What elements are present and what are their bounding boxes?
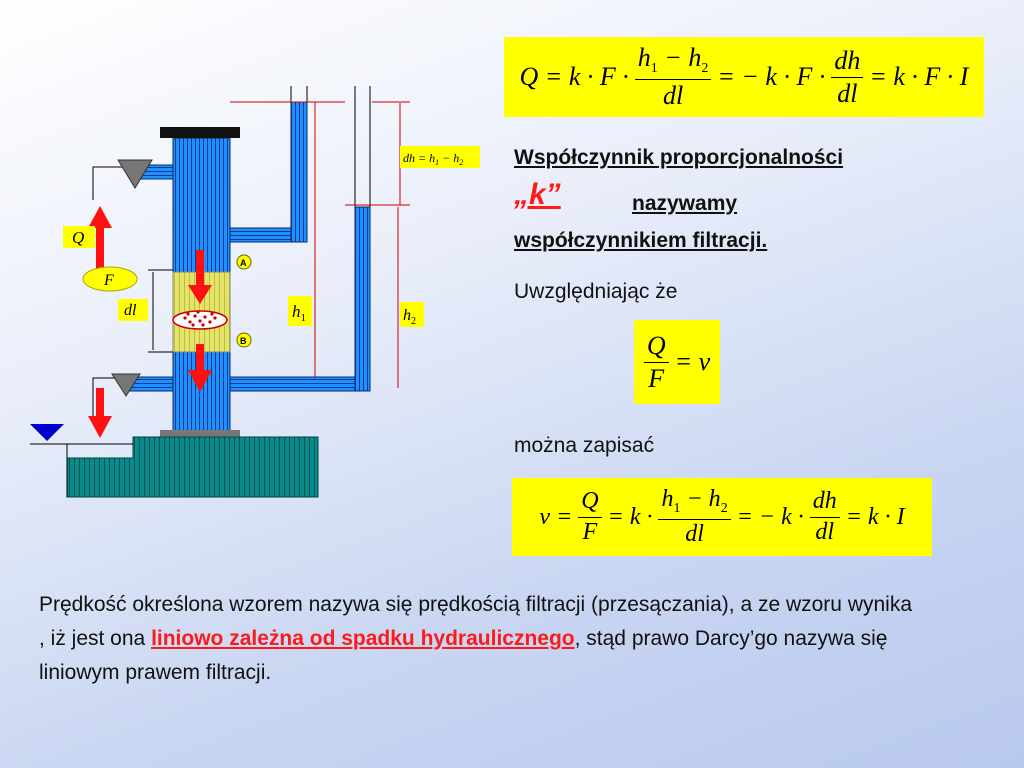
h2-label: h2 <box>403 307 416 327</box>
filtration-velocity-formula: v = Q F = k · h1 − h2 dl = − k · dh dl =… <box>512 478 932 556</box>
arrow-down-icon <box>188 344 212 392</box>
h2-label-box <box>400 302 424 327</box>
lower-tank <box>66 436 319 498</box>
mozna-zapisac-text: można zapisać <box>514 434 655 457</box>
formula3-fraction-qf: Q F <box>578 489 602 544</box>
point-a-label: A <box>240 258 247 268</box>
formula1-rhs: = k · F · I <box>869 62 969 91</box>
darcy-apparatus-diagram: Q F dl h1 h2 dh = h1 − h2 A B <box>30 86 480 498</box>
formula2-fraction: Q F <box>643 332 669 392</box>
formula1-fraction-dh: dh dl <box>831 47 864 107</box>
arrow-down-icon <box>188 250 212 304</box>
point-b-marker <box>236 332 252 348</box>
arrow-down-icon <box>88 388 112 438</box>
h1-label-box <box>288 296 312 326</box>
outflow-line <box>92 377 118 420</box>
f-label: F <box>103 272 114 289</box>
column-cap <box>160 127 240 138</box>
arrow-up-icon <box>88 206 112 269</box>
water-level-icon <box>30 424 64 441</box>
uwzgledniajac-text: Uwzględniając że <box>514 280 678 303</box>
formula3-fraction-dh: dh dl <box>809 489 840 544</box>
formula3-eq1: = k · <box>607 503 653 530</box>
piezometer-2-horizontal <box>229 376 371 392</box>
formula1-mid: = − k · F · <box>717 62 826 91</box>
dl-label-box <box>118 299 148 321</box>
q-label-box <box>63 226 95 248</box>
h1-label: h1 <box>292 302 306 324</box>
formula3-lhs: v = <box>539 503 573 530</box>
formula1-lhs: Q = k · F · <box>519 62 629 91</box>
inflow-valve-icon <box>117 159 153 189</box>
paragraph-highlight: liniowo zależna od spadku hydraulicznego <box>151 627 575 650</box>
paragraph-part1: Prędkość określona wzorem nazywa się prę… <box>39 593 913 650</box>
f-label-oval <box>82 266 138 292</box>
formula2-rhs: = v <box>674 347 711 376</box>
dl-label: dl <box>124 302 137 319</box>
formula3-rhs: = k · I <box>845 503 905 530</box>
conclusion-paragraph: Prędkość określona wzorem nazywa się prę… <box>39 588 919 690</box>
point-a-marker <box>236 254 252 270</box>
dh-label: dh = h1 − h2 <box>403 151 463 167</box>
coefficient-name: współczynnikiem filtracji. <box>514 229 768 252</box>
formula3-fraction-h: h1 − h2 dl <box>658 487 731 547</box>
column-base <box>160 430 240 437</box>
outflow-valve-icon <box>111 373 141 397</box>
k-symbol: „k” <box>514 178 561 211</box>
nazywamy-text: nazywamy <box>632 192 738 215</box>
flow-arrows <box>88 206 212 438</box>
piezometer-1-tube <box>290 101 308 243</box>
formula1-fraction-h: h1 − h2 dl <box>634 44 712 110</box>
piezometer-2-tube <box>354 206 371 392</box>
point-b-label: B <box>240 336 247 346</box>
formula3-mid: = − k · <box>736 503 804 530</box>
particles <box>183 310 217 327</box>
dh-label-box <box>400 146 480 168</box>
inflow-line <box>92 166 130 200</box>
velocity-definition-formula: Q F = v <box>634 320 720 404</box>
darcy-formula-flow: Q = k · F · h1 − h2 dl = − k · F · dh dl… <box>504 37 984 117</box>
paragraph-part2: , stąd prawo Darcy’go nazywa się liniowy… <box>39 627 888 684</box>
coefficient-title: Współczynnik proporcjonalności <box>514 146 844 169</box>
q-label: Q <box>72 228 84 247</box>
